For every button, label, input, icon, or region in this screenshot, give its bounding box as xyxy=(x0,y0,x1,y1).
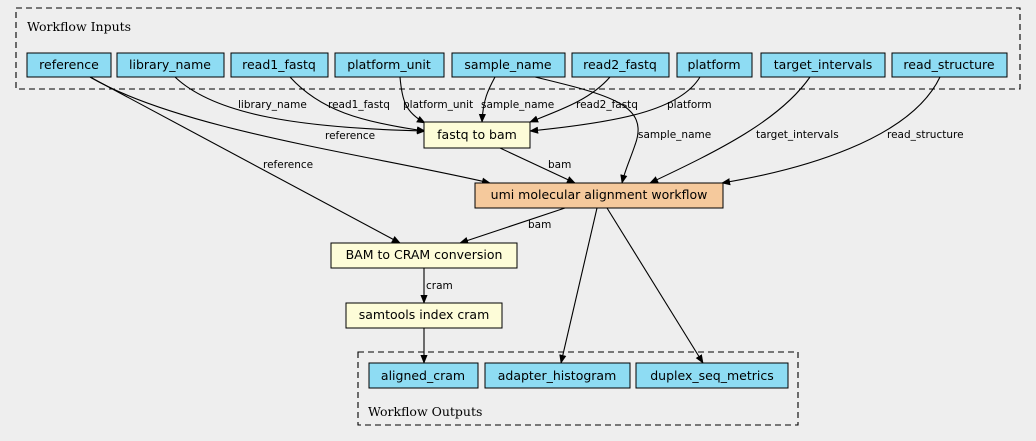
input-library-name[interactable] xyxy=(116,52,225,78)
edge-sample-name-umi xyxy=(534,76,639,184)
task-samtools-index[interactable] xyxy=(345,302,503,329)
input-read2-fastq-label: read2_fastq xyxy=(583,57,657,72)
input-library-name-label: library_name xyxy=(129,57,211,72)
edge-duplex-seq-metrics xyxy=(606,207,704,364)
input-nodes: reference library_name read1_fastq platf… xyxy=(26,52,1008,78)
input-read-structure[interactable] xyxy=(891,52,1008,78)
edge-read-structure xyxy=(721,76,941,186)
edge-label-read1-fastq: read1_fastq xyxy=(328,99,390,111)
edge-platform-unit xyxy=(399,76,426,124)
task-bam-to-cram[interactable] xyxy=(330,242,518,269)
edge-sample-name-fastq xyxy=(478,76,496,123)
edge-library-name xyxy=(174,76,426,135)
input-target-intervals-label: target_intervals xyxy=(774,57,872,72)
task-umi-workflow[interactable] xyxy=(474,182,724,209)
edge-bam-fastq-umi xyxy=(499,147,576,184)
output-duplex-seq-metrics-label: duplex_seq_metrics xyxy=(650,368,774,383)
inputs-cluster xyxy=(15,7,1021,90)
edge-label-cram: cram xyxy=(426,280,453,292)
edge-label-reference-cram: reference xyxy=(263,159,313,171)
edge-adapter-histogram xyxy=(559,207,598,364)
outputs-cluster-label: Workflow Outputs xyxy=(368,404,482,419)
input-platform[interactable] xyxy=(676,52,753,78)
output-aligned-cram-label: aligned_cram xyxy=(381,368,465,383)
input-read1-fastq-label: read1_fastq xyxy=(242,57,316,72)
edge-label-library-name: library_name xyxy=(238,99,307,111)
edge-labels: library_name read1_fastq platform_unit s… xyxy=(238,99,964,292)
input-platform-unit-label: platform_unit xyxy=(347,57,431,72)
task-nodes: fastq to bam umi molecular alignment wor… xyxy=(330,121,724,329)
output-duplex-seq-metrics[interactable] xyxy=(635,362,789,389)
edge-label-platform-unit: platform_unit xyxy=(403,99,473,111)
edge-label-target-intervals: target_intervals xyxy=(756,129,839,141)
input-reference-label: reference xyxy=(39,57,99,72)
edge-label-sample-name-umi: sample_name xyxy=(638,129,711,141)
output-adapter-histogram[interactable] xyxy=(484,362,631,389)
output-adapter-histogram-label: adapter_histogram xyxy=(498,368,617,383)
output-aligned-cram[interactable] xyxy=(368,362,479,389)
edges xyxy=(89,76,941,364)
edge-read2-fastq xyxy=(529,76,611,123)
edge-target-intervals xyxy=(649,76,811,184)
edge-reference-umi xyxy=(89,76,491,185)
input-sample-name[interactable] xyxy=(451,52,566,78)
input-read-structure-label: read_structure xyxy=(903,57,994,72)
input-target-intervals[interactable] xyxy=(760,52,886,78)
task-fastq-to-bam-label: fastq to bam xyxy=(437,127,517,142)
inputs-cluster-label: Workflow Inputs xyxy=(27,19,131,34)
edge-read1-fastq xyxy=(289,76,426,134)
outputs-cluster xyxy=(357,351,799,426)
edge-reference-cram xyxy=(89,76,401,244)
task-bam-to-cram-label: BAM to CRAM conversion xyxy=(346,247,503,262)
input-read1-fastq[interactable] xyxy=(230,52,329,78)
edge-platform xyxy=(529,76,701,134)
edge-label-bam-fastq: bam xyxy=(548,159,571,171)
edge-label-read2-fastq: read2_fastq xyxy=(576,99,638,111)
edge-label-sample-name-fastq: sample_name xyxy=(481,99,554,111)
edge-label-bam-umi: bam xyxy=(528,219,551,231)
input-platform-unit[interactable] xyxy=(334,52,445,78)
edge-label-read-structure: read_structure xyxy=(887,129,964,141)
edge-bam-umi-cram xyxy=(459,207,566,244)
task-fastq-to-bam[interactable] xyxy=(423,121,531,149)
input-sample-name-label: sample_name xyxy=(464,57,551,72)
task-umi-workflow-label: umi molecular alignment workflow xyxy=(491,187,708,202)
input-read2-fastq[interactable] xyxy=(571,52,670,78)
edge-label-reference-umi: reference xyxy=(325,130,375,142)
input-platform-label: platform xyxy=(687,57,740,72)
input-reference[interactable] xyxy=(26,52,112,78)
task-samtools-index-label: samtools index cram xyxy=(359,307,490,322)
edge-label-platform: platform xyxy=(667,99,712,111)
output-nodes: aligned_cram adapter_histogram duplex_se… xyxy=(368,362,789,389)
